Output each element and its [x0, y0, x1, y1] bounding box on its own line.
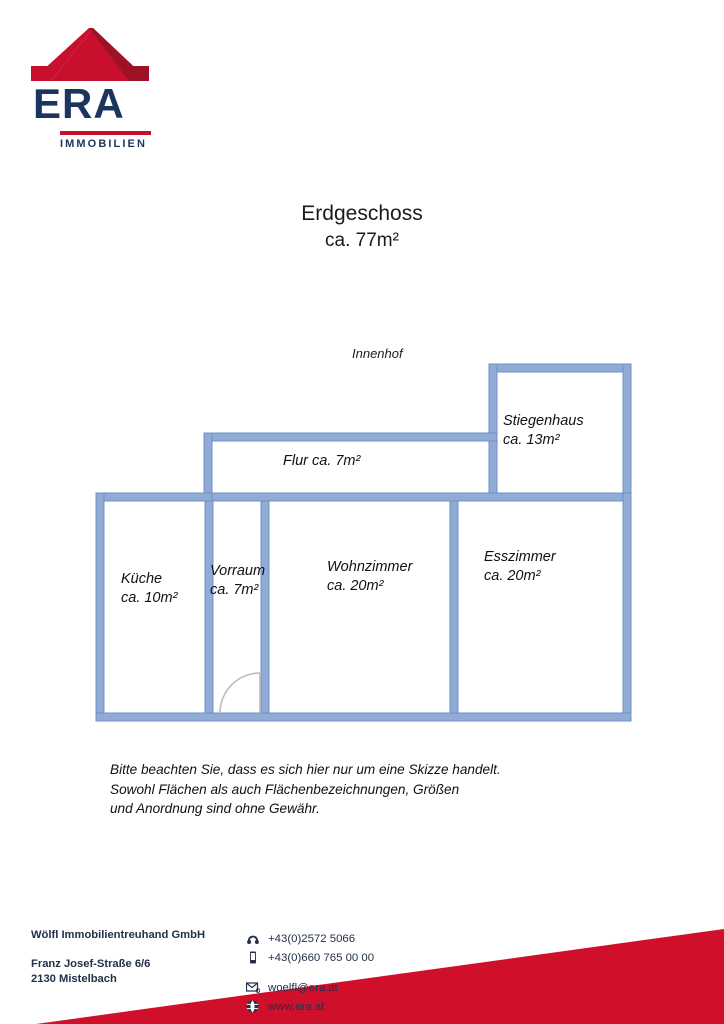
- courtyard-label: Innenhof: [352, 346, 403, 361]
- floor-name: Erdgeschoss: [301, 202, 423, 225]
- door-swing-icon: [219, 672, 261, 714]
- era-wordmark: ERA: [33, 80, 125, 127]
- footer-city: 2130 Mistelbach: [31, 972, 117, 985]
- footer: Wölfl Immobilientreuhand GmbH Franz Jose…: [0, 904, 724, 1024]
- room-label-stiegenhaus: Stiegenhaus ca. 13m²: [503, 413, 584, 448]
- footer-email[interactable]: woelfl@era.at: [268, 981, 338, 994]
- era-logo-subtitle: IMMOBILIEN: [60, 138, 147, 150]
- contact-mobile-row: +43(0)660 765 00 00: [246, 949, 374, 966]
- floor-area: ca. 77m²: [325, 230, 399, 251]
- contact-website-row[interactable]: www.era.at: [246, 998, 374, 1015]
- footer-address: Franz Josef-Straße 6/6 2130 Mistelbach: [31, 957, 150, 986]
- room-label-esszimmer: Esszimmer ca. 20m²: [484, 549, 556, 584]
- room-label-flur: Flur ca. 7m²: [283, 453, 361, 469]
- disclaimer-line-2: Sowohl Flächen als auch Flächenbezeichnu…: [110, 781, 460, 797]
- footer-red-wedge: [36, 929, 724, 1024]
- era-logo-rule: [60, 131, 151, 135]
- era-logo: ERA IMMOBILIEN: [31, 26, 151, 150]
- room-label-vorraum: Vorraum ca. 7m²: [210, 563, 266, 598]
- floor-plan: Innenhof: [0, 330, 724, 740]
- page-title: Erdgeschoss ca. 77m²: [0, 200, 724, 254]
- globe-icon: [246, 1000, 262, 1014]
- contact-email-row[interactable]: woelfl@era.at: [246, 979, 374, 996]
- floor-plan-drawing: [95, 363, 632, 722]
- disclaimer-text: Bitte beachten Sie, dass es sich hier nu…: [110, 760, 610, 819]
- footer-website[interactable]: www.era.at: [268, 1000, 325, 1013]
- contact-phone-row: +43(0)2572 5066: [246, 930, 374, 947]
- footer-company-name: Wölfl Immobilientreuhand GmbH: [31, 929, 206, 941]
- disclaimer-line-3: und Anordnung sind ohne Gewähr.: [110, 801, 320, 816]
- mobile-phone-icon: [246, 951, 262, 965]
- envelope-icon: [246, 981, 262, 995]
- room-label-wohnzimmer: Wohnzimmer ca. 20m²: [327, 559, 413, 594]
- era-roof-icon: [31, 28, 149, 81]
- disclaimer-line-1: Bitte beachten Sie, dass es sich hier nu…: [110, 762, 501, 777]
- phone-icon: [246, 932, 262, 946]
- footer-contact-block: +43(0)2572 5066 +43(0)660 765 00 00 woel…: [246, 930, 374, 1017]
- footer-street: Franz Josef-Straße 6/6: [31, 958, 151, 970]
- room-label-kueche: Küche ca. 10m²: [121, 571, 178, 606]
- footer-phone: +43(0)2572 5066: [268, 932, 356, 945]
- footer-mobile: +43(0)660 765 00 00: [268, 951, 375, 964]
